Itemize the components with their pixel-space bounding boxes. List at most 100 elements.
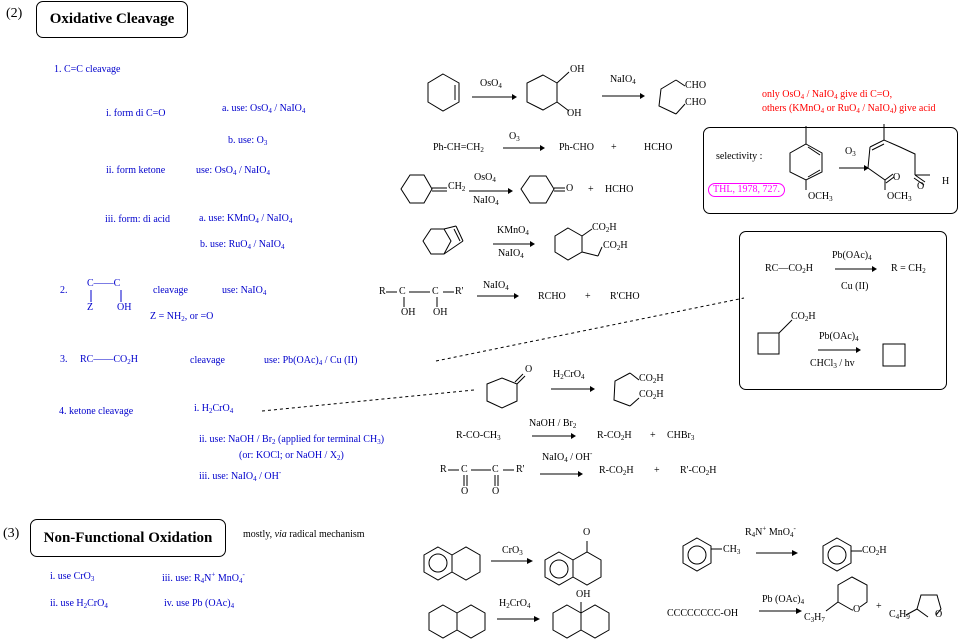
hydrindene-structure (422, 225, 464, 255)
pb-r2-reagent-top: Pb(OAc)4 (819, 331, 859, 343)
r5-rprime: R' (455, 286, 464, 297)
cyclohexene-structure (427, 73, 460, 112)
r4-reagent-bottom: NaIO4 (498, 248, 524, 260)
r5-product-2: R'CHO (610, 291, 640, 302)
r1-cho-2: CHO (685, 97, 707, 108)
r7-product-1: R-CO2H (597, 430, 632, 442)
outline-item-1: 1. C=C cleavage (54, 64, 121, 75)
tetralin-structure (423, 546, 481, 581)
note-prefix: mostly, (243, 529, 275, 540)
outline-item-2-number: 2. (60, 285, 68, 296)
selectivity-label: selectivity : (716, 151, 763, 162)
n1-reagent: CrO3 (502, 545, 523, 557)
selectivity-reagent: O3 (845, 146, 856, 158)
selectivity-o-2: O (917, 181, 925, 192)
r8-reagent: NaIO4 / OH- (542, 449, 593, 464)
diacid-structure (554, 227, 603, 261)
diacid-chain-r6 (613, 372, 640, 407)
outline-item-1-i-b: b. use: O3 (228, 135, 268, 147)
r1-oh-top: OH (570, 64, 585, 75)
mechanism-note: mostly, via radical mechanism (243, 529, 365, 540)
outline-item-1-iii-b: b. use: RuO4 / NaIO4 (200, 239, 285, 251)
nonfunc-item-iv: iv. use Pb (OAc)4 (164, 598, 235, 610)
arrow-r1a (472, 94, 517, 100)
r3-reagent-bottom: NaIO4 (473, 195, 499, 207)
outline-item-1-iii: iii. form: di acid (105, 214, 170, 225)
outline-item-1-ii-use: use: OsO4 / NaIO4 (196, 165, 270, 177)
arrow-pb1 (835, 266, 877, 272)
outline-item-3-use: use: Pb(OAc)4 / Cu (II) (264, 355, 358, 367)
r2-plus: + (611, 142, 617, 153)
outline-item-1-iii-a: a. use: KMnO4 / NaIO4 (199, 213, 293, 225)
r2-reactant: Ph-CH=CH2 (433, 142, 484, 154)
section-number-3: (3) (3, 526, 20, 541)
r5-plus: + (585, 291, 591, 302)
nonfunc-item-iii: iii. use: R4N+ MnO4- (162, 570, 245, 585)
pb-oac-box (739, 231, 947, 390)
n4-o-2: O (935, 609, 943, 620)
note-line-1: only OsO4 / NaIO4 give di C=O, (762, 89, 893, 101)
r2-product-1: Ph-CHO (559, 142, 595, 153)
r1-reagent-2: NaIO4 (610, 74, 636, 86)
pb-r2-reagent-bottom: CHCl3 / hv (810, 358, 855, 370)
arrow-r4 (493, 241, 535, 247)
dashed-connector-h2cro4 (261, 389, 475, 412)
arrow-pb2 (818, 347, 861, 353)
tetralone-structure (544, 541, 602, 586)
cyclobutane-product (882, 343, 906, 367)
r7-reactant: R-CO-CH3 (456, 430, 501, 442)
cyclohexanone-r6 (486, 373, 526, 409)
methylenecyclohexane (400, 174, 447, 204)
n1-o: O (583, 527, 591, 538)
nonfunc-item-ii: ii. use H2CrO4 (50, 598, 108, 610)
section-title-oxidative-cleavage: Oxidative Cleavage (36, 1, 188, 38)
diol-structure (526, 71, 570, 112)
r6-o: O (525, 364, 533, 375)
toluene-structure (682, 537, 722, 572)
r4-co2h-1: CO2H (592, 222, 617, 234)
pb-r1-reagent-top: Pb(OAc)4 (832, 250, 872, 262)
r4-co2h-2: CO2H (603, 240, 628, 252)
r8-product-1: R-CO2H (599, 465, 634, 477)
r5-reagent: NaIO4 (483, 280, 509, 292)
arrow-n4 (759, 608, 802, 614)
selectivity-och3-1: OCH3 (808, 191, 833, 203)
r6-co2h-2: CO2H (639, 389, 664, 401)
cyclohexanone-r3 (520, 175, 565, 204)
r7-product-2: CHBr3 (667, 430, 695, 442)
citation-badge[interactable]: THL, 1978, 727. (708, 183, 785, 197)
outline-item-1-i-a: a. use: OsO4 / NaIO4 (222, 103, 306, 115)
n3-reagent: R4N+ MnO4- (745, 524, 796, 539)
r3-ch2: CH2 (448, 181, 466, 193)
selectivity-o-1: O (893, 172, 901, 183)
arrow-n2 (497, 616, 540, 622)
selectivity-h: H (942, 176, 950, 187)
cyclobutane-acid (757, 319, 793, 355)
arrow-r3 (469, 188, 513, 194)
pb-r1-product: R = CH2 (891, 263, 926, 275)
outline-item-3-cleavage: cleavage (190, 355, 225, 366)
n3-co2h: CO2H (862, 545, 887, 557)
outline-item-3-number: 3. (60, 354, 68, 365)
tetrahydrofuran-structure (905, 594, 942, 618)
n4-c4h9: C4H9 (889, 609, 910, 621)
r8-o-2: O (492, 486, 500, 497)
r7-reagent: NaOH / Br2 (529, 418, 577, 430)
decalin-structure (428, 604, 486, 639)
r3-product-2: HCHO (605, 184, 634, 195)
arrow-selectivity (839, 165, 869, 171)
r2-product-2: HCHO (644, 142, 673, 153)
r5-c1: C (399, 286, 406, 297)
r6-reagent: H2CrO4 (553, 369, 585, 381)
methoxy-diene-structure (789, 126, 823, 190)
r8-o-1: O (461, 486, 469, 497)
r1-oh-bottom: OH (567, 108, 582, 119)
n4-o-1: O (853, 604, 861, 615)
section-title-non-functional-oxidation: Non-Functional Oxidation (30, 519, 226, 557)
arrow-r5 (477, 293, 519, 299)
outline-item-2-struct: C——C (87, 278, 121, 289)
outline-item-2-oh: OH (117, 302, 132, 313)
r5-product-1: RCHO (538, 291, 566, 302)
benzoic-acid-structure (822, 537, 862, 572)
